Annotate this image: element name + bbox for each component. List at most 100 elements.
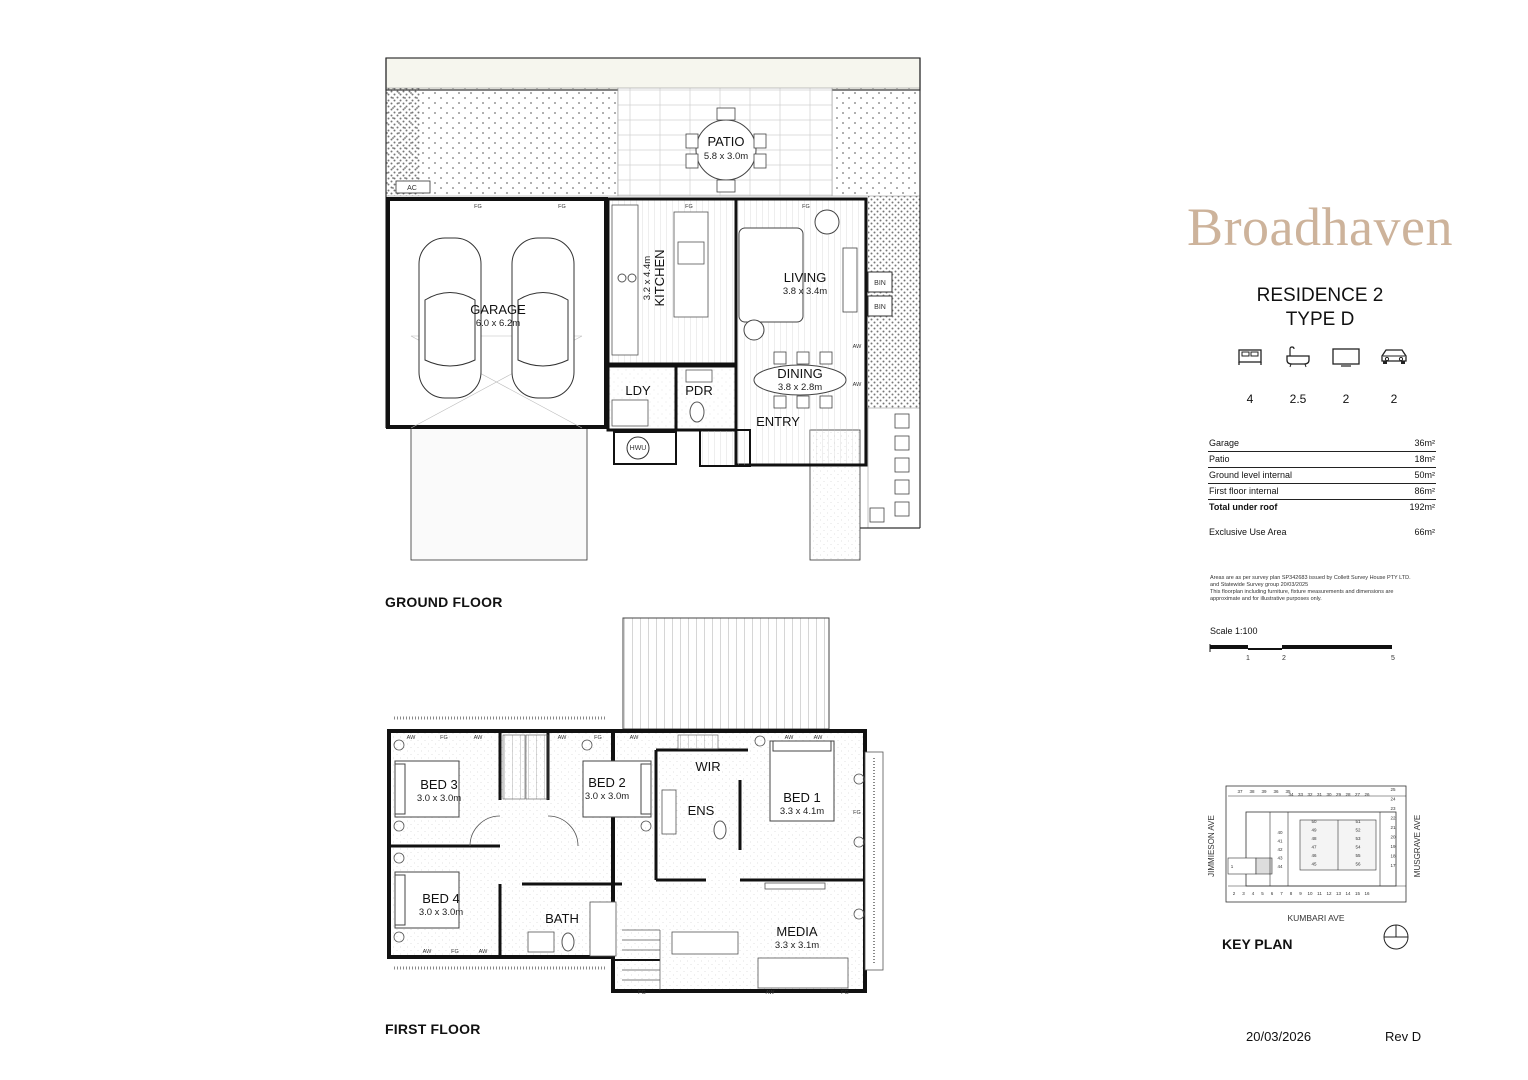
feature-bedrooms: 4 (1230, 344, 1270, 406)
keyplan-lot: 36 (1273, 789, 1279, 794)
note-line: This floorplan including furniture, fixt… (1210, 589, 1394, 595)
area-total-value: 192m² (1409, 502, 1435, 512)
window-marks: FG FG FG FG AW AW AW FG AW AW FG AW AW A… (407, 204, 862, 996)
mark-fg: FG (594, 735, 602, 741)
keyplan-lot: 13 (1336, 891, 1342, 896)
feature-living-value: 2 (1342, 392, 1350, 406)
keyplan-lot: 11 (1317, 891, 1322, 896)
mark-aw: AW (853, 382, 862, 388)
feature-living: 2 (1326, 344, 1366, 406)
mark-aw: AW (785, 735, 794, 741)
mark-fg: FG (474, 204, 482, 210)
mark-aw: AW (766, 990, 775, 996)
area-exclusive-label: Exclusive Use Area (1209, 527, 1287, 537)
room-bed2-name: BED 2 (588, 775, 626, 790)
keyplan-lot: 29 (1336, 792, 1342, 797)
feature-bathrooms-value: 2.5 (1289, 392, 1307, 406)
room-ldy-name: LDY (625, 383, 651, 398)
keyplan-lot: 53 (1355, 836, 1361, 841)
keyplan-lot: 56 (1355, 862, 1361, 867)
first-floor-plan (387, 617, 884, 993)
room-kitchen-name: KITCHEN (652, 249, 667, 306)
keyplan-street-east: MUSGRAVE AVE (1413, 815, 1422, 877)
keyplan-lot: 15 (1355, 891, 1361, 896)
feature-icons: 4 2.5 2 2 (1228, 344, 1428, 410)
keyplan-lot: 2 (1233, 891, 1236, 896)
room-wir-name: WIR (695, 759, 720, 774)
ground-floor-label: GROUND FLOOR (385, 594, 503, 610)
area-total-row: Total under roof 192m² (1208, 500, 1436, 515)
room-media-name: MEDIA (776, 924, 818, 939)
room-bed4-dim: 3.0 x 3.0m (419, 907, 463, 918)
area-exclusive-row: Exclusive Use Area 66m² (1208, 525, 1436, 540)
keyplan-lot: 39 (1261, 789, 1267, 794)
residence-line2: TYPE D (1285, 309, 1355, 330)
area-total-label: Total under roof (1209, 502, 1278, 512)
mark-fg: FG (841, 990, 849, 996)
keyplan-lot: 5 (1261, 891, 1264, 896)
room-patio-name: PATIO (707, 134, 744, 149)
keyplan-lot: 40 (1277, 830, 1283, 835)
keyplan-street-south: KUMBARI AVE (1288, 913, 1345, 923)
keyplan-lot: 46 (1311, 853, 1317, 858)
room-labels: PATIO 5.8 x 3.0m GARAGE 6.0 x 6.2m KITCH… (407, 134, 886, 951)
keyplan-lot: 38 (1249, 789, 1255, 794)
scale-tick-5: 5 (1391, 655, 1395, 662)
keyplan-street-west: JIMMIESON AVE (1207, 815, 1216, 877)
residence-title: RESIDENCE 2 TYPE D (1200, 284, 1440, 332)
revision: Rev D (1385, 1029, 1422, 1044)
room-bed4-name: BED 4 (422, 891, 460, 906)
room-kitchen-dim: 3.2 x 4.4m (642, 256, 653, 300)
keyplan-lot: 17 (1390, 863, 1396, 868)
keyplan-lot: 23 (1390, 806, 1396, 811)
mark-fg: FG (558, 204, 566, 210)
scale-tick-2: 2 (1282, 655, 1286, 662)
keyplan-lot: 20 (1390, 835, 1396, 840)
keyplan-lot: 48 (1311, 836, 1317, 841)
residence-line1: RESIDENCE 2 (1256, 285, 1384, 306)
feature-cars: 2 (1374, 344, 1414, 406)
keyplan-lot: 30 (1326, 792, 1332, 797)
keyplan-lot: 12 (1326, 891, 1332, 896)
area-label: First floor internal (1209, 486, 1279, 496)
feature-bedrooms-value: 4 (1246, 392, 1254, 406)
car-icon (1381, 349, 1407, 364)
note-line: and Statewide Survey group 20/03/2025 (1210, 582, 1309, 588)
mark-aw: AW (423, 949, 432, 955)
keyplan-lot: 22 (1390, 816, 1396, 821)
first-floor-label: FIRST FLOOR (385, 1021, 481, 1037)
keyplan-lot: 47 (1311, 845, 1317, 850)
keyplan-lot: 8 (1290, 891, 1293, 896)
mark-fg: FG (638, 990, 646, 996)
area-exclusive-value: 66m² (1414, 527, 1435, 537)
keyplan-lot: 21 (1390, 825, 1396, 830)
room-bed1-name: BED 1 (783, 790, 821, 805)
keyplan-lot: 7 (1280, 891, 1283, 896)
keyplan-lot: 3 (1242, 891, 1245, 896)
room-garage-dim: 6.0 x 6.2m (476, 318, 520, 329)
keyplan-lot: 1 (1231, 864, 1234, 869)
keyplan-lot: 37 (1237, 789, 1243, 794)
mark-aw: AW (558, 735, 567, 741)
room-bed3-name: BED 3 (420, 777, 458, 792)
keyplan-lot: 51 (1355, 819, 1361, 824)
mark-fg: FG (451, 949, 459, 955)
keyplan-lot: 31 (1317, 792, 1323, 797)
feature-bathrooms: 2.5 (1278, 344, 1318, 406)
mark-fg: FG (853, 810, 861, 816)
mark-aw: AW (479, 949, 488, 955)
mark-aw: AW (407, 735, 416, 741)
room-patio-dim: 5.8 x 3.0m (704, 151, 748, 162)
keyplan-lot: 6 (1271, 891, 1274, 896)
room-bed3-dim: 3.0 x 3.0m (417, 793, 461, 804)
room-dining-name: DINING (777, 366, 823, 381)
disclaimer-notes: Areas are as per survey plan SP342683 is… (1210, 575, 1440, 603)
brand-logo: Broadhaven (1187, 197, 1453, 257)
keyplan-lot: 24 (1390, 797, 1396, 802)
scale-label: Scale 1:100 (1210, 626, 1258, 636)
keyplan-lot: 9 (1299, 891, 1302, 896)
